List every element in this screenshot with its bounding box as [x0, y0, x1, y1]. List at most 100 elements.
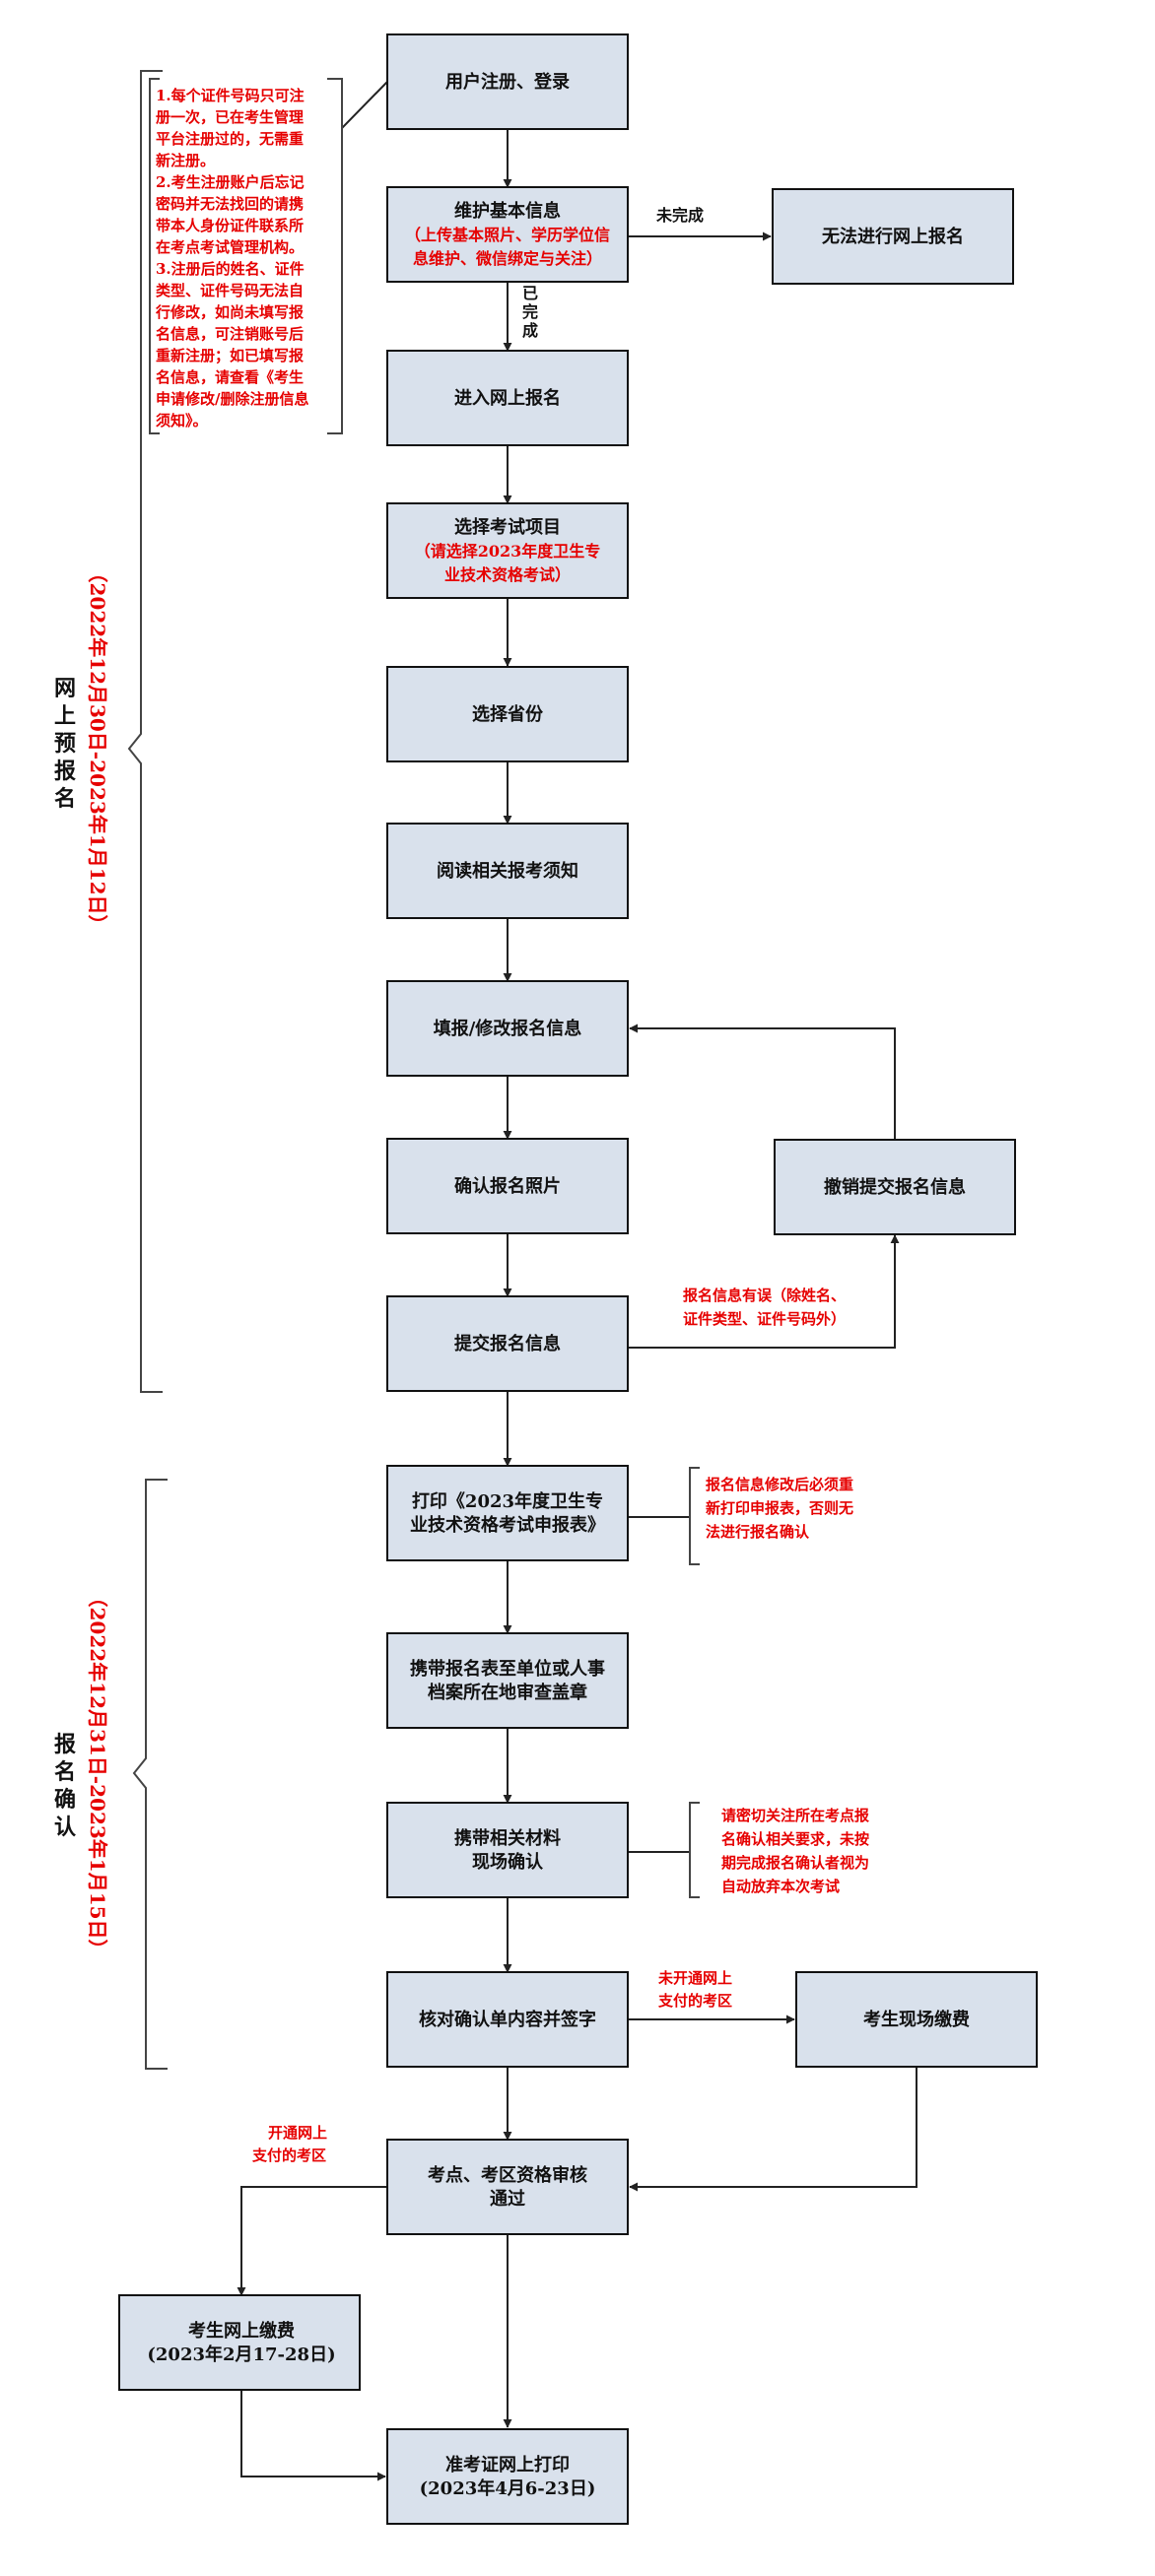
box-onsite-payment — [795, 1971, 1038, 2068]
phase-date-confirmation: （2022年12月31日-2023年1月15日） — [86, 1587, 109, 1958]
account-note-line: 行修改，如尚未填写报 — [155, 303, 304, 321]
node-label-enter: 进入网上报名 — [454, 387, 561, 409]
flow-edges — [237, 81, 917, 2481]
node-label-choose-exam: 选择考试项目 — [454, 516, 561, 538]
node-label-cannot: 无法进行网上报名 — [822, 226, 964, 247]
phase-bracket-pre-registration — [127, 70, 163, 1393]
node-admission-ticket: 准考证网上打印(2023年4月6-23日) — [386, 2428, 629, 2525]
node-label-review: 考点、考区资格审核 — [428, 2164, 587, 2186]
node-cannot-register: 无法进行网上报名 — [772, 188, 1014, 285]
account-note-line: 平台注册过的，无需重 — [156, 130, 304, 148]
phase-date-pre-registration: （2022年12月30日-2023年1月12日） — [86, 562, 109, 934]
edge-review-to-online-pay — [237, 2186, 387, 2296]
account-note: 1.每个证件号码只可注 册一次，已在考生管理 平台注册过的，无需重 新注册。 2… — [155, 87, 308, 429]
node-choose-province: 选择省份 — [386, 666, 629, 762]
label-done-2: 完 — [522, 302, 538, 321]
node-label-choose-exam: （请选择2023年度卫生专 — [415, 542, 601, 561]
account-note-line: 2.考生注册账户后忘记 — [156, 173, 305, 191]
node-verify-sign: 核对确认单内容并签字 — [386, 1971, 629, 2068]
node-label-confirm-photo: 确认报名照片 — [454, 1175, 561, 1197]
account-note-line: 须知》。 — [156, 412, 208, 429]
phase-name-char: 上 — [54, 703, 76, 729]
node-label-maintain: （上传基本照片、学历学位信 — [405, 226, 610, 244]
node-label-print-form: 业技术资格考试申报表》 — [410, 1514, 605, 1536]
flow-labels: 未完成 已 完 成 报名信息有误（除姓名、 证件类型、证件号码外） 未开通网上 … — [251, 206, 846, 2164]
edge-onsite-pay-to-review — [629, 2067, 917, 2192]
box-online-payment — [118, 2294, 361, 2391]
onsite-note-line: 名确认相关要求，未按 — [721, 1830, 869, 1848]
box-stamp-form — [386, 1632, 629, 1729]
edge-submit-to-revoke — [628, 1234, 900, 1349]
box-choose-province — [386, 666, 629, 762]
box-print-form — [386, 1465, 629, 1561]
phase-name-char: 名 — [54, 1759, 76, 1785]
label-online-pay-2: 支付的考区 — [251, 2147, 326, 2164]
phase-name-char: 确 — [54, 1787, 76, 1813]
node-read-notice: 阅读相关报考须知 — [386, 823, 629, 919]
node-label-choose-exam: 业技术资格考试） — [444, 565, 571, 584]
node-label-maintain: 息维护、微信绑定与关注） — [413, 249, 602, 268]
print-note-line: 新打印申报表，否则无 — [706, 1499, 853, 1517]
account-note-line: 3.注册后的姓名、证件 — [156, 260, 305, 278]
connector-note-to-register — [341, 81, 388, 129]
flow-nodes: 用户注册、登录 维护基本信息（上传基本照片、学历学位信息维护、微信绑定与关注） … — [118, 33, 1038, 2525]
node-enter-online-registration: 进入网上报名 — [386, 350, 629, 446]
account-note-line: 类型、证件号码无法自 — [156, 282, 304, 299]
label-no-online-pay-2: 支付的考区 — [657, 1992, 732, 2010]
print-note-line: 法进行报名确认 — [706, 1523, 810, 1541]
node-confirm-photo: 确认报名照片 — [386, 1138, 629, 1234]
note-brackets — [127, 70, 700, 2070]
label-done-3: 成 — [522, 321, 538, 340]
label-no-online-pay-1: 未开通网上 — [657, 1969, 732, 1987]
node-register: 用户注册、登录 — [386, 33, 629, 130]
edge-revoke-to-fill — [629, 1024, 896, 1139]
box-revoke-submission — [774, 1139, 1016, 1235]
account-note-bracket-right — [327, 78, 343, 434]
phase-name-char: 名 — [54, 786, 76, 812]
account-note-line: 名信息，可注销账号后 — [156, 325, 304, 343]
phase-name-char: 网 — [54, 676, 76, 701]
node-label-fill-info: 填报/修改报名信息 — [434, 1018, 582, 1039]
node-label-stamp: 档案所在地审查盖章 — [428, 1682, 587, 1703]
box-read-notice — [386, 823, 629, 919]
edge-online-pay-to-admission — [240, 2390, 386, 2481]
onsite-note-line: 自动放弃本次考试 — [721, 1878, 840, 1895]
label-online-pay-1: 开通网上 — [268, 2124, 327, 2142]
account-note-line: 1.每个证件号码只可注 — [156, 87, 305, 104]
box-submit-info — [386, 1295, 629, 1392]
box-onsite-confirm — [386, 1802, 629, 1898]
account-note-line: 新注册。 — [156, 152, 215, 169]
box-register — [386, 33, 629, 130]
node-label-onsite-pay: 考生现场缴费 — [863, 2009, 970, 2030]
box-fill-info — [386, 980, 629, 1077]
account-note-line: 名信息，请查看《考生 — [156, 368, 304, 386]
account-note-line: 申请修改/删除注册信息 — [156, 390, 308, 408]
onsite-note: 请密切关注所在考点报 名确认相关要求，未按 期完成报名确认者视为 自动放弃本次考… — [721, 1807, 869, 1895]
node-label-review: 通过 — [490, 2188, 525, 2210]
node-submit-info: 提交报名信息 — [386, 1295, 629, 1392]
phase-confirmation: 报 名 确 认 （2022年12月31日-2023年1月15日） — [54, 1587, 109, 1958]
onsite-note-line: 期完成报名确认者视为 — [721, 1854, 869, 1872]
box-maintain-info — [386, 186, 629, 283]
box-confirm-photo — [386, 1138, 629, 1234]
node-onsite-payment: 考生现场缴费 — [795, 1971, 1038, 2068]
phase-bracket-confirmation — [132, 1479, 168, 2070]
account-note-line: 重新注册；如已填写报 — [156, 347, 304, 364]
node-label-register: 用户注册、登录 — [445, 71, 570, 93]
node-label-admission: 准考证网上打印 — [445, 2454, 570, 2476]
phase-pre-registration: 网 上 预 报 名 （2022年12月30日-2023年1月12日） — [54, 562, 109, 934]
node-revoke-submission: 撤销提交报名信息 — [774, 1139, 1016, 1235]
node-label-admission: (2023年4月6-23日) — [420, 2477, 596, 2499]
node-label-online-pay: (2023年2月17-28日) — [147, 2344, 335, 2365]
node-label-print-form: 打印《2023年度卫生专 — [412, 1490, 603, 1512]
box-qualification-review — [386, 2139, 629, 2235]
onsite-note-line: 请密切关注所在考点报 — [721, 1807, 869, 1824]
node-label-revoke: 撤销提交报名信息 — [824, 1176, 966, 1198]
phase-name-char: 报 — [54, 759, 76, 784]
phase-name-char: 报 — [54, 1732, 76, 1757]
